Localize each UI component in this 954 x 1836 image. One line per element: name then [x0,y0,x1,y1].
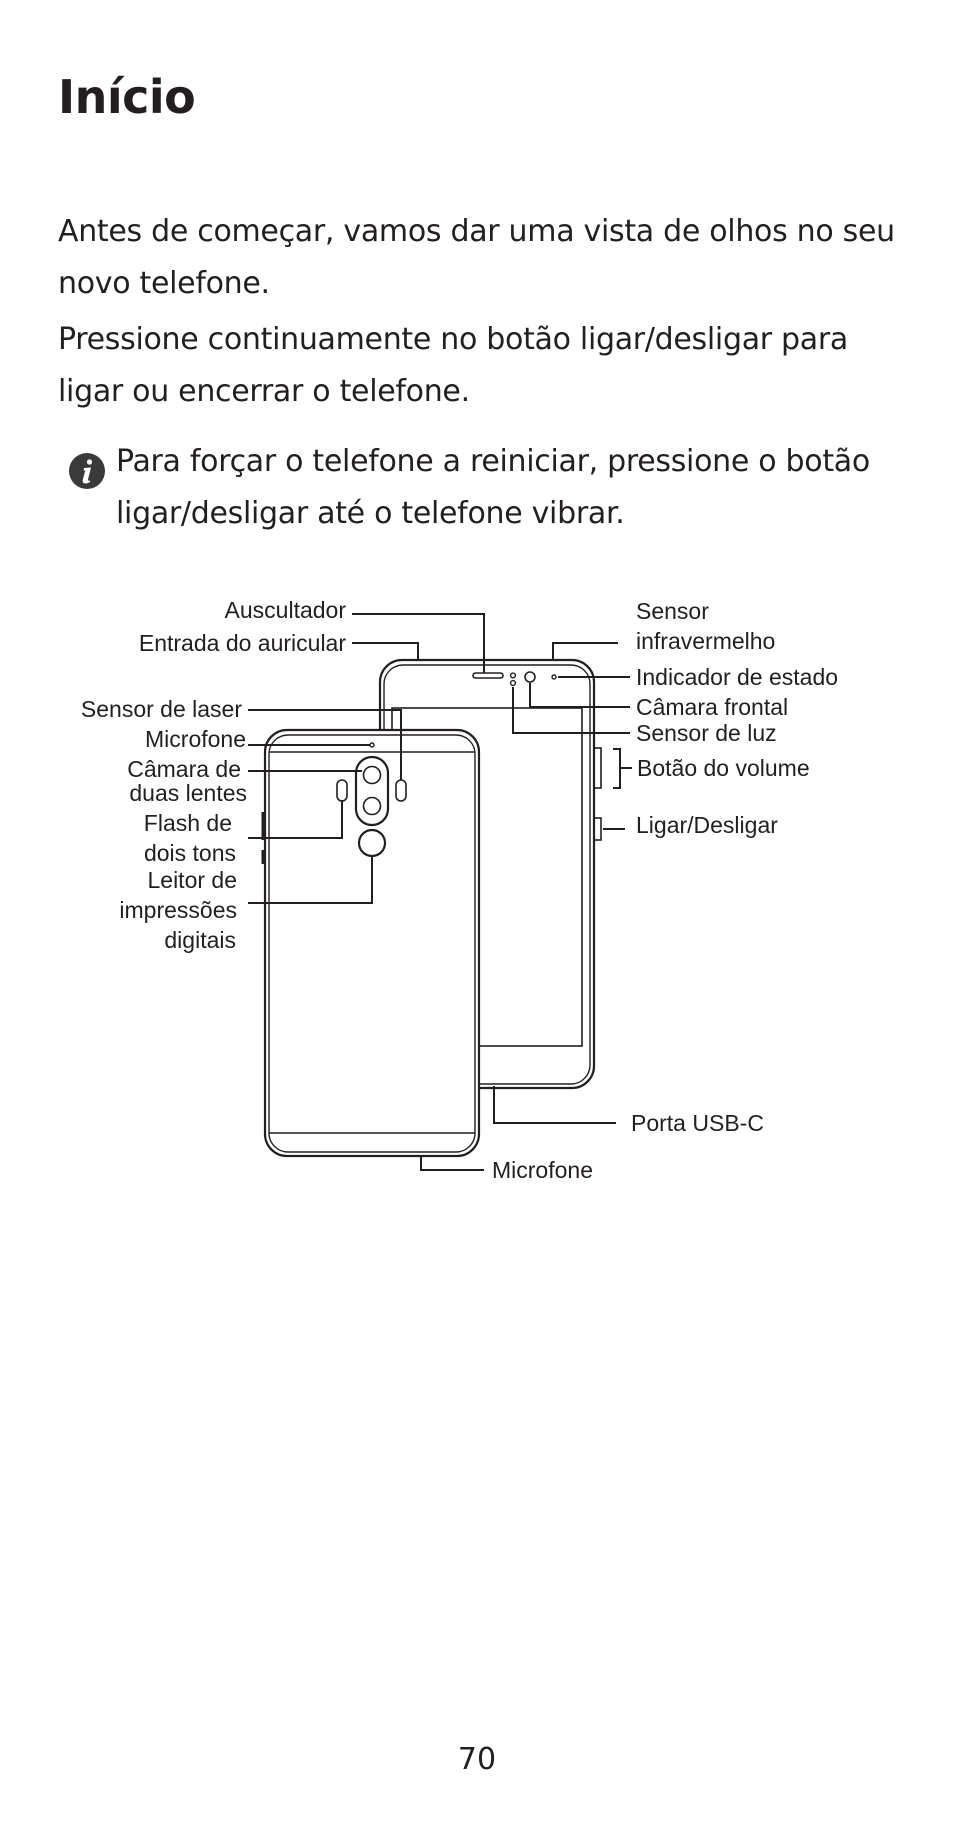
label-botao-volume: Botão do volume [637,755,810,781]
label-porta-usb-c: Porta USB-C [631,1110,764,1136]
label-flash-line2: dois tons [144,840,236,866]
info-icon [69,453,105,489]
restart-note: Para forçar o telefone a reiniciar, pres… [116,444,870,531]
label-flash-line1: Flash de [144,810,232,836]
label-entrada-auricular: Entrada do auricular [139,630,346,656]
label-leitor-line3: digitais [164,927,236,953]
back-phone [261,728,481,1158]
label-sensor-laser: Sensor de laser [81,696,242,722]
intro-paragraph: Antes de começar, vamos dar uma vista de… [58,214,895,301]
label-leitor-line1: Leitor de [147,867,237,893]
label-camara-duas-lentes-line2: duas lentes [129,780,247,806]
label-microfone-top: Microfone [145,726,246,752]
label-auscultador: Auscultador [225,597,347,623]
label-leitor-line2: impressões [119,897,237,923]
label-camara-frontal: Câmara frontal [636,694,788,720]
label-microfone-bottom: Microfone [492,1157,593,1183]
leader-lines [248,613,632,1171]
page-number: 70 [457,1742,497,1777]
label-sensor-infravermelho-line1: Sensor [636,598,709,624]
label-sensor-infravermelho-line2: infravermelho [636,628,775,654]
phone-diagram: Auscultador Entrada do auricular Sensor … [81,597,838,1183]
label-ligar-desligar: Ligar/Desligar [636,812,778,838]
label-sensor-luz: Sensor de luz [636,720,777,746]
label-camara-duas-lentes-line1: Câmara de [127,756,241,782]
page-title: Início [58,70,196,124]
label-indicador-estado: Indicador de estado [636,664,838,690]
power-paragraph: Pressione continuamente no botão ligar/d… [58,322,848,409]
